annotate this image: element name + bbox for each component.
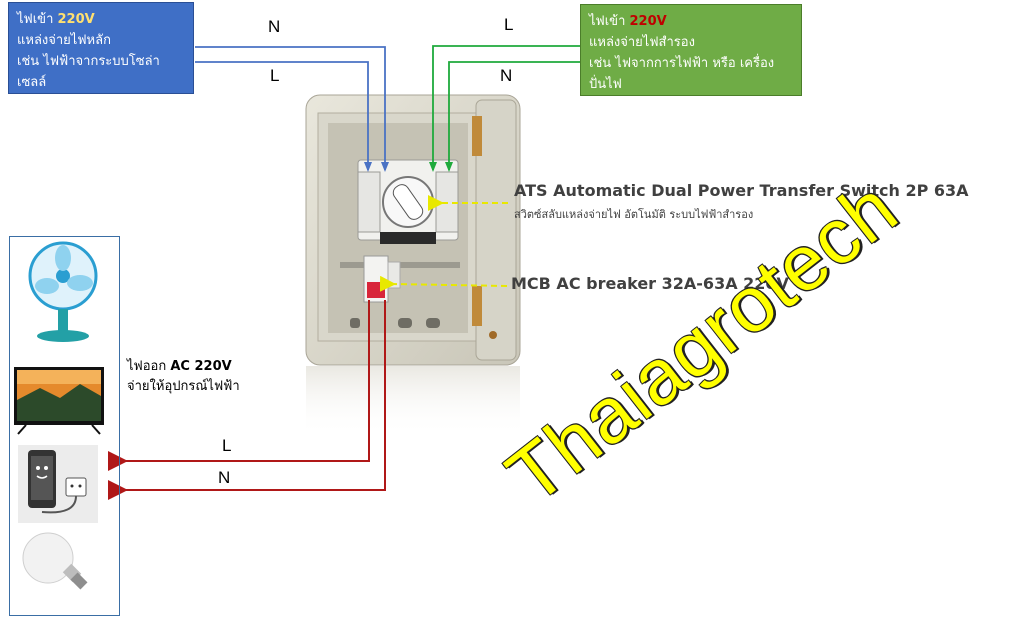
cabinet-door-edge bbox=[475, 99, 517, 361]
ats-knob-handle bbox=[392, 184, 424, 220]
wire-main-n-arrowhead bbox=[381, 162, 389, 172]
wire-label-out-n: N bbox=[218, 468, 231, 487]
pointer-mcb bbox=[379, 275, 508, 292]
main-source-line1: ไฟเข้า 220V bbox=[17, 12, 95, 27]
light-bulb-icon bbox=[22, 532, 88, 590]
door-hinge-top bbox=[472, 116, 482, 156]
wire-backup-n-arrowhead bbox=[445, 162, 453, 172]
main-source-line2: แหล่งจ่ายไฟหลัก bbox=[17, 33, 111, 48]
output-voltage: AC 220V bbox=[170, 359, 232, 374]
door-screw bbox=[489, 331, 497, 339]
backup-source-box: ไฟเข้า 220V แหล่งจ่ายไฟสำรอง เช่น ไฟจากก… bbox=[580, 4, 802, 96]
cabinet-knockout-2 bbox=[398, 318, 412, 328]
wire-out-l bbox=[108, 300, 370, 471]
mcb-title: MCB AC breaker 32A-63A 220V bbox=[511, 274, 789, 293]
cabinet-reflection bbox=[306, 366, 520, 436]
output-line2: จ่ายให้อุปกรณ์ไฟฟ้า bbox=[127, 379, 240, 394]
door-hinge-bottom bbox=[472, 286, 482, 326]
backup-source-voltage: 220V bbox=[629, 14, 667, 29]
cabinet-knockout-3 bbox=[426, 318, 440, 328]
backup-source-line2: แหล่งจ่ายไฟสำรอง bbox=[589, 35, 695, 50]
wire-out-n bbox=[108, 300, 386, 500]
ats-left-module bbox=[357, 171, 381, 233]
backup-source-line1: ไฟเข้า 220V bbox=[589, 14, 667, 29]
wire-backup-n bbox=[448, 61, 580, 170]
cabinet-knockout-1 bbox=[350, 318, 360, 328]
mcb-toggle bbox=[367, 282, 385, 298]
wire-main-l-arrowhead bbox=[364, 162, 372, 172]
wire-backup-l-arrowhead bbox=[429, 162, 437, 172]
wire-label-main-l: L bbox=[270, 66, 280, 85]
wire-label-out-l: L bbox=[222, 436, 232, 455]
ats-subtitle: สวิตซ์สลับแหล่งจ่ายไฟ อัตโนมัติ ระบบไฟฟ้… bbox=[514, 208, 754, 221]
fan-icon bbox=[28, 241, 98, 342]
ats-title: ATS Automatic Dual Power Transfer Switch… bbox=[514, 181, 969, 200]
backup-source-line3: เช่น ไฟจากการไฟฟ้า หรือ เครื่องปั่นไฟ bbox=[589, 56, 775, 92]
phone-charger-icon bbox=[18, 445, 98, 523]
ats-base bbox=[380, 232, 436, 244]
output-description: ไฟออก AC 220V จ่ายให้อุปกรณ์ไฟฟ้า bbox=[127, 357, 240, 397]
main-source-voltage: 220V bbox=[57, 12, 95, 27]
wire-main-n bbox=[195, 46, 386, 170]
wire-backup-l bbox=[432, 45, 580, 170]
main-source-box: ไฟเข้า 220V แหล่งจ่ายไฟหลัก เช่น ไฟฟ้าจา… bbox=[8, 2, 194, 94]
tv-icon bbox=[14, 367, 104, 435]
output-line1: ไฟออก AC 220V bbox=[127, 359, 232, 374]
wire-main-l bbox=[195, 61, 369, 170]
wire-label-main-n: N bbox=[268, 17, 281, 36]
wire-label-backup-l: L bbox=[504, 15, 514, 34]
wire-label-backup-n: N bbox=[500, 66, 513, 85]
output-devices-frame bbox=[9, 236, 120, 616]
main-source-line3: เช่น ไฟฟ้าจากระบบโซล่าเซลล์ bbox=[17, 54, 160, 90]
